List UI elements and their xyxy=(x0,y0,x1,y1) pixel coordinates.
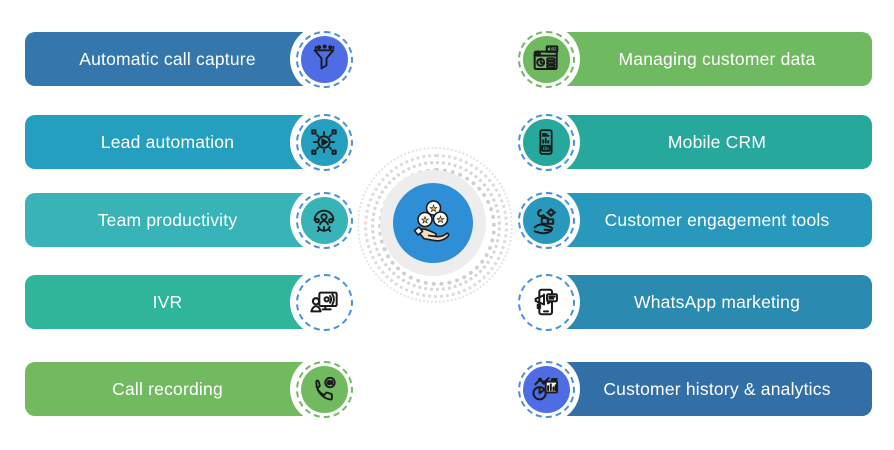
call-capture-funnel-icon xyxy=(309,44,339,74)
feature-label: Call recording xyxy=(112,378,223,399)
history-analytics-chart-icon xyxy=(530,373,562,405)
svg-text:CRM: CRM xyxy=(541,146,551,151)
feature-row: Call recording xyxy=(25,355,365,423)
feature-bar: Team productivity xyxy=(25,193,340,247)
dotted-ring xyxy=(364,154,508,298)
svg-text:★: ★ xyxy=(429,204,437,214)
icon-dashed-ring xyxy=(517,191,575,249)
feature-bar: Customer history & analytics xyxy=(530,362,872,416)
feature-bar: Managing customer data xyxy=(530,32,872,86)
icon-dashed-ring xyxy=(517,30,575,88)
feature-bar: Automatic call capture xyxy=(25,32,340,86)
icon-dashed-ring xyxy=(517,273,575,331)
feature-row: Managing customer data CRM xyxy=(512,25,872,93)
svg-text:★: ★ xyxy=(421,215,429,225)
feature-label: Mobile CRM xyxy=(667,131,767,152)
feature-row: Customer engagement tools xyxy=(512,186,872,254)
icon-dashed-ring xyxy=(517,113,575,171)
feature-label: Lead automation xyxy=(100,131,235,152)
team-productivity-icon xyxy=(309,205,339,235)
feature-bar: Lead automation xyxy=(25,115,340,169)
engagement-tools-hand-icon xyxy=(530,204,562,236)
feature-bar: Mobile CRM xyxy=(530,115,872,169)
feature-label: Team productivity xyxy=(97,209,238,230)
crm-data-browser-icon: CRM xyxy=(530,43,562,75)
feature-label: WhatsApp marketing xyxy=(633,291,801,312)
whatsapp-megaphone-icon xyxy=(530,286,562,318)
ivr-agent-icon xyxy=(308,286,340,318)
icon-dashed-ring xyxy=(295,191,353,249)
icon-dashed-ring xyxy=(295,30,353,88)
feature-label: IVR xyxy=(152,291,183,312)
icon-dashed-ring xyxy=(295,273,353,331)
feature-row: Team productivity xyxy=(25,186,365,254)
icon-dashed-ring xyxy=(517,360,575,418)
feature-row: WhatsApp marketing xyxy=(512,268,872,336)
feature-row: Mobile CRM CRM xyxy=(512,108,872,176)
dotted-ring xyxy=(371,161,501,291)
svg-text:CRM: CRM xyxy=(546,47,558,53)
feature-bar: IVR xyxy=(25,275,340,329)
feature-bar: Customer engagement tools xyxy=(530,193,872,247)
svg-text:★: ★ xyxy=(436,215,444,225)
center-hub: ★★★ xyxy=(393,183,473,263)
feature-row: IVR xyxy=(25,268,365,336)
feature-label: Customer history & analytics xyxy=(603,378,831,399)
feature-label: Managing customer data xyxy=(618,48,816,69)
mobile-crm-phone-icon: CRM xyxy=(531,127,561,157)
icon-dashed-ring xyxy=(295,360,353,418)
feature-row: Automatic call capture xyxy=(25,25,365,93)
feature-bar: Call recording xyxy=(25,362,340,416)
call-recording-phone-icon xyxy=(309,374,339,404)
feature-row: Customer history & analytics xyxy=(512,355,872,423)
feature-row: Lead automation xyxy=(25,108,365,176)
lead-automation-gear-icon xyxy=(309,127,339,157)
feature-bar: WhatsApp marketing xyxy=(530,275,872,329)
hand-stars-icon: ★★★ xyxy=(409,197,457,250)
feature-label: Automatic call capture xyxy=(79,48,256,69)
icon-dashed-ring xyxy=(295,113,353,171)
feature-label: Customer engagement tools xyxy=(604,209,830,230)
